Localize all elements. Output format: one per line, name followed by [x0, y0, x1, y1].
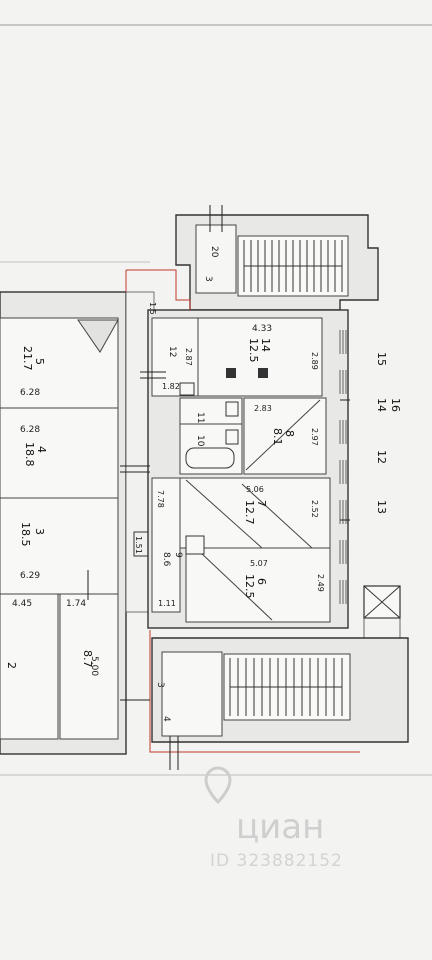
room-14-area: 12.5	[247, 338, 260, 363]
room-4-area: 18.8	[23, 442, 36, 467]
dim-2-52: 2.52	[310, 500, 319, 518]
watermark-brand: циан	[236, 807, 324, 847]
dim-1-5: 1.5	[148, 302, 157, 315]
room-14	[197, 317, 323, 397]
room-10-number: 10	[195, 435, 205, 447]
room-8	[243, 397, 327, 475]
watermark: циан ID 323882152	[204, 766, 343, 871]
room-2	[0, 593, 59, 740]
dim-2-97: 2.97	[310, 428, 319, 446]
dim-2-87: 2.87	[184, 348, 193, 366]
room-3	[0, 497, 119, 595]
watermark-id: ID 323882152	[210, 851, 343, 871]
dim-room-1-len: 5.00	[89, 656, 99, 676]
room-14-number: 14	[259, 338, 272, 352]
room-1-area: 8.7	[81, 650, 94, 668]
dim-room-5: 6.28	[20, 388, 40, 398]
dim-5-06: 5.06	[246, 485, 264, 494]
room-8-area: 8.1	[271, 428, 284, 446]
room-4-number: 4	[35, 446, 48, 453]
stair-top-label-3: 3	[203, 276, 213, 282]
room-12-number: 12	[167, 346, 177, 357]
dim-5-07: 5.07	[250, 559, 268, 568]
dim-2-83: 2.83	[254, 404, 272, 413]
stair-top-label-20: 20	[209, 246, 219, 258]
dim-4-33: 4.33	[252, 324, 272, 334]
room-1	[59, 593, 119, 740]
dim-room-4-top: 6.28	[20, 425, 40, 435]
room-3-area: 18.5	[19, 522, 32, 547]
room-3-number: 3	[33, 528, 46, 535]
dim-1-51: 1.51	[134, 536, 143, 554]
room-6	[185, 547, 331, 623]
room-4	[0, 407, 119, 499]
room-8-number: 8	[283, 430, 296, 437]
right-mark-2: 16	[389, 398, 402, 412]
right-mark-1: 14	[375, 398, 388, 412]
room-11-number: 11	[195, 412, 205, 423]
dim-room-2-width: 4.45	[12, 599, 32, 609]
dim-1-82: 1.82	[162, 382, 180, 391]
right-mark-3: 12	[375, 450, 388, 464]
stair-bottom-label-3: 3	[155, 682, 165, 688]
room-5-number: 5	[33, 358, 46, 365]
room-7-number: 7	[255, 500, 268, 507]
dim-7-78: 7.78	[156, 490, 165, 508]
dim-2-89: 2.89	[310, 352, 319, 370]
dim-room-3: 6.29	[20, 571, 40, 581]
stair-bottom-label-4: 4	[161, 716, 171, 722]
pin-icon	[204, 766, 232, 805]
room-9	[151, 477, 181, 613]
room-9-area: 8.6	[161, 552, 171, 567]
room-2-number: 2	[5, 662, 18, 669]
right-mark-0: 15	[375, 352, 388, 366]
dim-room-1-width: 1.74	[66, 599, 86, 609]
room-7-area: 12.7	[243, 500, 256, 525]
room-9-number: 9	[173, 552, 183, 558]
right-mark-4: 13	[375, 500, 388, 514]
room-6-area: 12.5	[243, 574, 256, 599]
room-5-area: 21.7	[21, 346, 34, 371]
room-7	[179, 477, 331, 549]
room-6-number: 6	[255, 578, 268, 585]
dim-1-11: 1.11	[158, 599, 176, 608]
dim-2-49: 2.49	[316, 574, 325, 592]
